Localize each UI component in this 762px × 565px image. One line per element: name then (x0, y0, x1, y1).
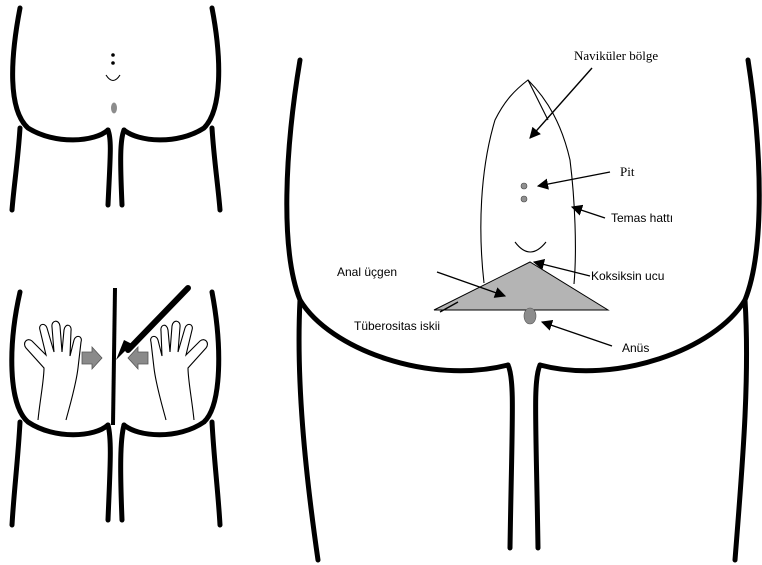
push-arrow-left-icon (82, 347, 102, 369)
pit-dot (111, 53, 115, 57)
pit-dot (521, 196, 527, 202)
main-figure (287, 60, 759, 560)
anus-mark (111, 103, 117, 114)
hand-left-icon (25, 321, 82, 420)
label-coccyx-tip: Koksiksin ucu (591, 269, 664, 283)
coccyx-curve (106, 75, 120, 81)
label-pit: Pit (620, 164, 635, 179)
pit-dot (521, 183, 527, 189)
hand-right-icon (151, 321, 208, 420)
label-contact-line: Temas hattı (611, 211, 673, 225)
anal-triangle (434, 262, 608, 310)
arrow-pit (538, 172, 610, 186)
gluteal-cleft (113, 288, 115, 425)
label-anal-triangle: Anal üçgen (337, 265, 397, 279)
label-tuberositas: Tüberositas iskii (354, 319, 440, 333)
coccyx-tip-curve (515, 242, 546, 252)
small-figure-top (12, 8, 220, 210)
label-navicular-region: Naviküler bölge (574, 48, 658, 63)
arrow-anus (542, 322, 612, 346)
label-anus: Anüs (622, 341, 649, 355)
pit-dot (111, 61, 115, 65)
small-figure-bottom (12, 288, 220, 525)
anus-mark (524, 308, 536, 324)
arrow-temas (572, 207, 605, 218)
